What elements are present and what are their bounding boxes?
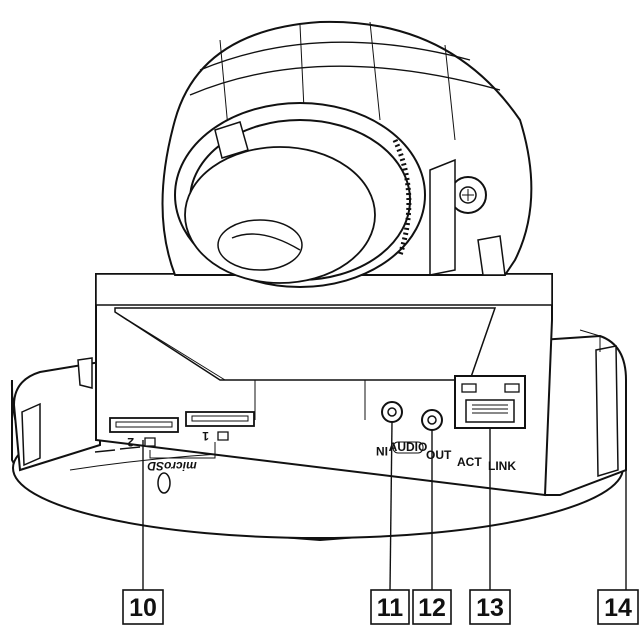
slot-1-label: 1 — [202, 429, 209, 443]
audio-in-label: IN — [376, 444, 388, 458]
housing — [95, 273, 553, 497]
callout-11: 11 — [370, 589, 410, 625]
slot-2-label: 2 — [127, 435, 134, 449]
audio-in-jack — [381, 401, 403, 423]
audio-out-jack — [421, 409, 443, 431]
audio-out-label: OUT — [426, 448, 452, 462]
callout-14-number: 14 — [604, 594, 632, 622]
callout-13: 13 — [469, 589, 511, 625]
callout-14: 14 — [597, 589, 639, 625]
act-label: ACT — [457, 455, 482, 469]
callout-11-number: 11 — [377, 594, 404, 622]
lan-port: ACT LINK — [454, 375, 526, 473]
micro-sd-slots: 2 1 microSD — [109, 411, 255, 473]
link-label: LINK — [488, 459, 516, 473]
callout-12: 12 — [412, 589, 452, 625]
micro-sd-label: microSD — [147, 459, 197, 473]
callout-12-number: 12 — [418, 594, 446, 622]
callout-10-number: 10 — [129, 594, 157, 622]
leader-lines — [142, 420, 627, 591]
right-wall — [538, 329, 627, 496]
audio-labels: IN AUDIO OUT — [376, 440, 452, 462]
callout-13-number: 13 — [476, 594, 504, 622]
callout-10: 10 — [122, 589, 164, 625]
audio-badge-label: AUDIO — [389, 440, 428, 454]
lens-assembly — [161, 20, 533, 288]
